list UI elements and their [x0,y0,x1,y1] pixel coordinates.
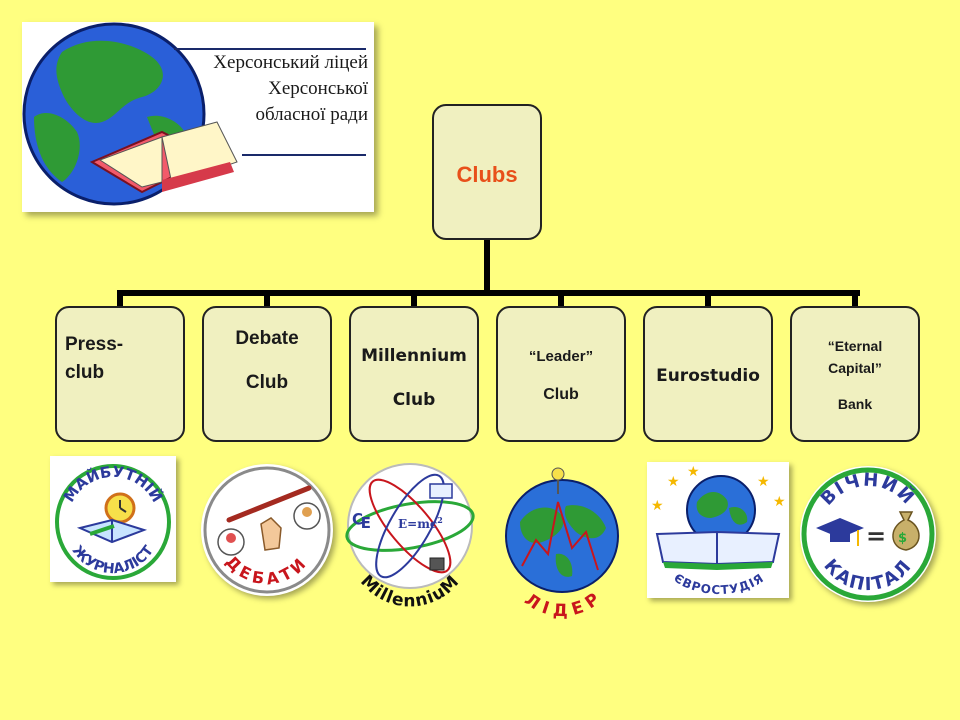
svg-text:$: $ [898,531,907,546]
connector-drop-2 [264,290,270,306]
connector-drop-5 [705,290,711,306]
logo-rule-top [174,48,366,50]
open-book-icon [655,530,781,570]
formula-text: E=mc [398,517,437,531]
euro-currency-icon: ₠ [352,509,371,533]
club-leader-line-1: “Leader” [528,348,594,365]
club-eurostudio-line-1: Eurostudio [656,366,760,386]
club-node-press: Press- club [55,306,185,442]
club-press-line-2: club [65,362,105,383]
lyceum-name-line-2: Херсонської [268,78,368,99]
connector-drop-1 [117,290,123,306]
eurostudio-emblem-text: ЄВРОСТУДІЯ [671,571,765,597]
computer-icon [429,557,445,571]
club-millennium-line-1: Millennium [361,346,467,366]
orbit-icon [368,478,452,574]
left-debater-icon [226,533,236,543]
globe-icon [686,475,756,545]
club-node-eurostudio: Eurostudio [643,306,773,442]
eternal-capital-emblem: ВІЧНИЙ КАПІТАЛ = $ [800,466,936,602]
connector-bus [118,290,860,296]
alarm-clock-icon [104,492,136,524]
millennium-club-emblem: E=mc2 ₠ MillenniuM [342,462,478,611]
club-node-leader: “Leader” Club [496,306,626,442]
svg-text:Л І Д Е Р: Л І Д Е Р [521,590,604,622]
right-scale-pan [293,502,321,530]
connector-drop-4 [558,290,564,306]
left-scale-pan [217,528,245,556]
logo-rule-bottom [242,154,366,156]
press-club-emblem: МАЙБУТНІЙ ЖУРНАЛІСТ [50,456,176,582]
orbit-icon [375,473,445,579]
equals-sign: = [866,522,886,550]
lyceum-logo: Херсонський ліцей Херсонської обласної р… [22,22,374,212]
club-press-line-1: Press- [65,334,124,355]
club-capital-line-1: “Eternal [827,338,883,354]
debate-club-emblem: ДЕБАТИ [201,464,333,596]
svg-text:E=mc2: E=mc2 [398,515,443,531]
club-debate-line-1: Debate [235,328,299,349]
leader-emblem-text: Л І Д Е Р [521,590,604,622]
star-icon: ★ [651,497,664,513]
svg-text:ЄВРОСТУДІЯ: ЄВРОСТУДІЯ [671,571,766,597]
hand-icon [260,517,282,551]
pen-icon [89,524,115,536]
club-millennium-line-2: Club [392,390,436,410]
star-icon: ★ [773,493,786,509]
club-debate-line-2: Club [245,372,289,393]
club-node-capital: “Eternal Capital” Bank [790,306,920,442]
lyceum-name-line-1: Херсонський ліцей [213,52,368,73]
star-ring: ★ ★ ★ ★ ★ [651,463,786,513]
graduation-cap-icon [816,518,864,546]
book-icon [429,483,453,499]
person-icon [551,467,565,481]
orbit-icon [345,500,475,552]
pencil-icon [226,485,312,523]
star-icon: ★ [687,463,700,479]
root-node-clubs: Clubs [432,104,542,240]
root-label: Clubs [456,162,518,187]
growth-line [521,501,599,571]
globe-icon [22,22,206,206]
club-capital-line-2: Capital” [828,360,882,376]
star-icon: ★ [667,473,680,489]
connector-root-stem [484,240,490,294]
club-leader-line-2: Club [543,386,579,403]
star-icon: ★ [757,473,770,489]
club-node-debate: Debate Club [202,306,332,442]
club-node-millennium: Millennium Club [349,306,479,442]
lyceum-name-line-3: обласної ради [255,104,368,125]
right-debater-icon [302,507,312,517]
connector-drop-3 [411,290,417,306]
lyceum-name: Херсонський ліцей Херсонської обласної р… [172,50,368,128]
money-bag-icon: $ [892,511,920,551]
leader-club-emblem: Л І Д Е Р [502,462,622,621]
connector-drop-6 [852,290,858,306]
club-capital-line-3: Bank [837,396,873,412]
globe-icon [505,479,619,593]
formula-power: 2 [437,515,443,525]
open-book-icon [89,121,238,194]
eurostudio-emblem: ★ ★ ★ ★ ★ ЄВРОСТУДІЯ [647,462,789,598]
open-book-icon [76,518,148,544]
